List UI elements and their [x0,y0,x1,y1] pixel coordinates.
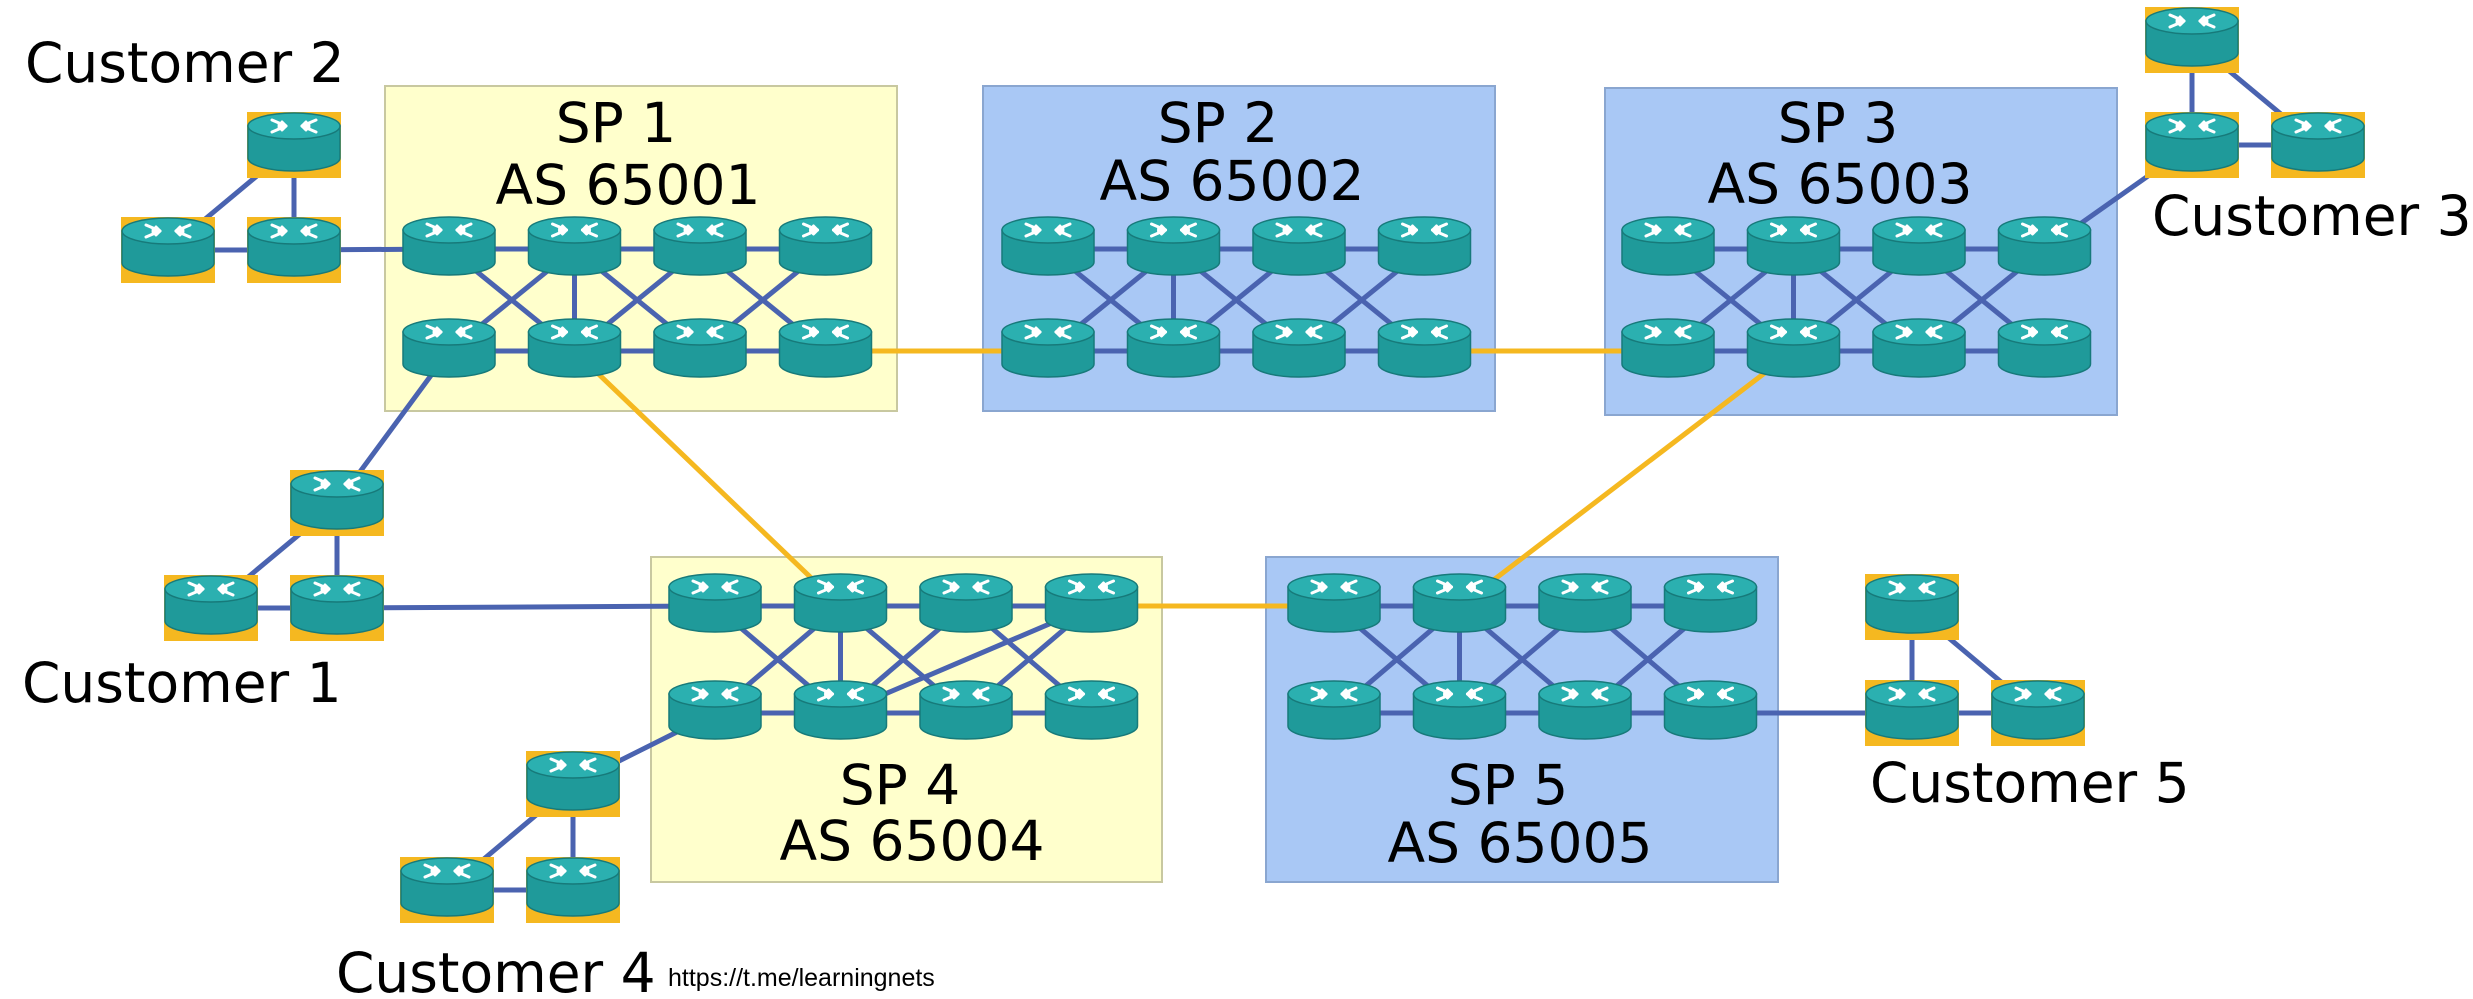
router-icon [1252,216,1346,276]
router-icon [1001,318,1095,378]
router-icon [1621,318,1715,378]
router-icon [527,318,622,378]
interas-sp1-sp4 [572,349,843,608]
footer-url[interactable]: https://t.me/learningnets [668,964,935,992]
router-icon [526,751,620,817]
router-icon [1412,573,1507,633]
sp5-as: AS 65005 [1388,811,1653,875]
router-icon [1872,318,1966,378]
router-icon [668,680,762,740]
router-icon [1746,216,1841,276]
router-icon [1663,573,1758,633]
router-icon [778,318,873,378]
router-icon [1126,318,1221,378]
sp1-as: AS 65001 [496,153,761,217]
router-icon [121,217,215,283]
customer1-label: Customer 1 [22,651,342,715]
router-icon [1252,318,1346,378]
router-icon [1746,318,1841,378]
customer3-label: Customer 3 [2152,184,2472,248]
router-icon [1997,318,2092,378]
sp3-name: SP 3 [1778,91,1899,155]
router-icon [1044,573,1139,633]
router-icon [793,680,888,740]
sp4-as: AS 65004 [780,809,1045,873]
customer1-uplink-sp4 [336,603,716,611]
router-icon [1538,680,1632,740]
router-icon [1865,680,1959,746]
router-icon [1621,216,1715,276]
router-icon [668,573,762,633]
router-icon [1865,574,1959,640]
router-icon [1377,216,1472,276]
router-icon [1538,573,1632,633]
router-icon [1412,680,1507,740]
router-icon [1287,573,1381,633]
sp3-as: AS 65003 [1708,152,1973,216]
router-icon [1872,216,1966,276]
router-icon [653,216,747,276]
router-icon [164,575,258,641]
sp5-name: SP 5 [1448,753,1569,817]
customer5-label: Customer 5 [1870,751,2190,815]
router-icon [1991,680,2085,746]
router-icon [919,680,1013,740]
router-icon [290,575,384,641]
router-icon [1044,680,1139,740]
router-icon [2271,112,2365,178]
router-icon [400,857,494,923]
sp1-name: SP 1 [556,91,677,155]
router-icon [402,216,496,276]
router-icon [2145,7,2239,73]
router-icon [402,318,496,378]
router-icon [2145,112,2239,178]
sp4-name: SP 4 [840,753,961,817]
router-icon [247,217,341,283]
router-icon [1287,680,1381,740]
interas-sp3-sp5 [1457,349,1796,608]
router-icon [793,573,888,633]
router-icon [778,216,873,276]
router-icon [527,216,622,276]
router-icon [919,573,1013,633]
router-icon [1663,680,1758,740]
router-icon [1001,216,1095,276]
router-icon [1377,318,1472,378]
router-icon [526,857,620,923]
customer4-label: Customer 4 [336,941,656,999]
router-icon [653,318,747,378]
router-icon [290,470,384,536]
router-icon [1126,216,1221,276]
router-icon [247,112,341,178]
router-icon [1997,216,2092,276]
sp2-as: AS 65002 [1100,149,1365,213]
sp2-name: SP 2 [1158,91,1279,155]
customer2-label: Customer 2 [25,31,345,95]
